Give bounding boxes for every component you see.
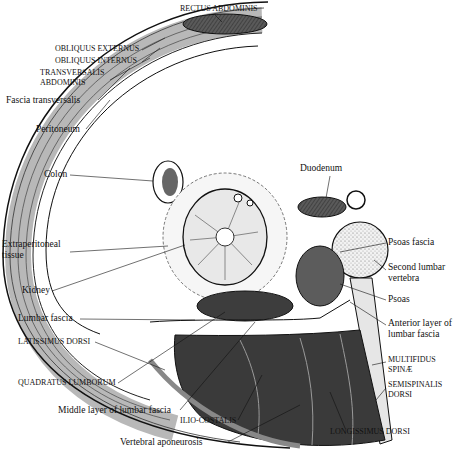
renal-vessel — [234, 194, 242, 202]
psoas-muscle — [296, 246, 344, 306]
leader-line — [118, 312, 225, 383]
leader-line — [95, 342, 165, 370]
part-label: Middle layer of lumbar fascia — [58, 405, 171, 416]
leader-line — [215, 15, 222, 22]
leader-line — [326, 176, 330, 198]
leader-line — [70, 246, 168, 252]
leader-line — [376, 388, 386, 400]
part-label: Vertebral aponeurosis — [120, 437, 203, 448]
part-label: Lumbar fascia — [18, 313, 73, 324]
leader-line — [350, 302, 386, 325]
aorta — [347, 191, 365, 209]
duodenum-shape — [298, 197, 346, 217]
part-label: LONGISSIMUS DORSI — [330, 427, 410, 437]
leader-line — [70, 175, 153, 181]
part-label: Colon — [44, 169, 67, 180]
part-label: OBLIQUUS EXTERNUS — [55, 44, 139, 54]
part-label: RECTUS ABDOMINIS — [180, 4, 258, 14]
leader-line — [374, 260, 386, 270]
part-label: SEMISPINALIS DORSI — [388, 380, 468, 399]
colon-lumen — [162, 168, 178, 196]
leader-lines — [52, 15, 386, 442]
leader-line — [142, 38, 165, 50]
part-label: Psoas fascia — [388, 237, 434, 248]
part-label: LATISSIMUS DORSI — [18, 337, 90, 347]
renal-pyramids — [190, 200, 258, 280]
part-label: Second lumbar vertebra — [388, 262, 466, 285]
part-label: Anterior layer of lumbar fascia — [388, 318, 470, 341]
renal-sinus — [216, 228, 234, 246]
kidney — [183, 189, 267, 285]
lumbar-fascia — [150, 300, 350, 322]
leader-line — [340, 284, 386, 300]
leader-line — [86, 100, 110, 129]
latissimus-band — [150, 360, 300, 446]
quadratus-muscle — [197, 291, 293, 321]
rectus-muscle — [183, 14, 267, 34]
leader-line — [330, 392, 345, 428]
renal-vessel — [247, 200, 253, 206]
part-label: Kidney — [22, 285, 50, 296]
perirenal-fat — [163, 173, 287, 301]
leader-line — [142, 48, 160, 62]
part-label: ILIO-COSTALIS — [180, 416, 236, 426]
part-label: Peritoneum — [36, 124, 80, 135]
part-label: Extraperitoneal tissue — [2, 239, 74, 262]
duodenum-and-vessels — [298, 191, 365, 217]
part-label: QUADRATUS LUMBORUM — [18, 378, 116, 388]
part-label: MULTIFIDUS SPINÆ — [388, 355, 460, 374]
leader-line — [228, 405, 300, 442]
part-label: TRANSVERSALIS ABDOMINIS — [40, 68, 130, 87]
part-label: Fascia transversalis — [6, 95, 80, 106]
part-label: OBLIQUUS INTERNUS — [55, 56, 137, 66]
kidney-outline — [183, 189, 267, 285]
leader-line — [80, 319, 195, 320]
leader-line — [180, 322, 255, 410]
leader-line — [52, 245, 185, 291]
leader-line — [340, 243, 386, 252]
leader-line — [238, 375, 262, 420]
leader-line — [372, 362, 386, 365]
part-label: Psoas — [388, 294, 410, 305]
part-label: Duodenum — [300, 163, 342, 174]
